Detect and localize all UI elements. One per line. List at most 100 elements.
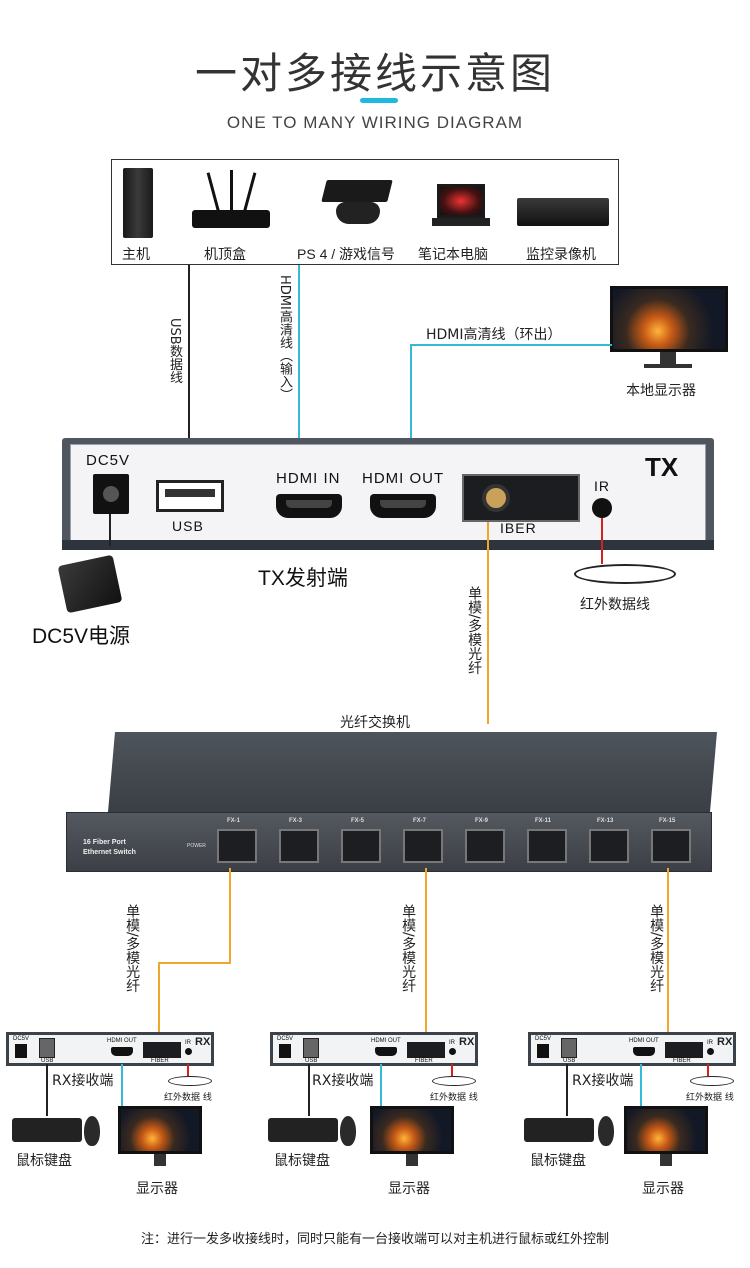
source-label-laptop: 笔记本电脑	[418, 246, 488, 262]
mouse-icon	[598, 1116, 614, 1146]
hdmi-out-port-icon[interactable]	[370, 494, 436, 518]
switch-port[interactable]	[465, 829, 505, 863]
hdmi-out-port-icon[interactable]	[111, 1047, 133, 1056]
dc-jack-icon	[15, 1044, 27, 1058]
rx-caption: RX接收端	[52, 1073, 114, 1089]
fiber-port-icon[interactable]	[407, 1042, 445, 1058]
display-label: 显示器	[136, 1181, 178, 1197]
switch-port-label: FX-11	[535, 818, 552, 824]
hdmi-in-port-icon[interactable]	[276, 494, 342, 518]
dvr-icon	[517, 198, 609, 226]
hdmi-out-cable-line-v	[410, 344, 412, 471]
rx-badge: RX	[459, 1036, 475, 1048]
rx-receiver: DC5V USB HDMI OUT FIBER IR RX	[528, 1032, 736, 1066]
tx-fiber-label: IBER	[500, 520, 537, 536]
source-label-dvr: 监控录像机	[526, 246, 596, 262]
switch-port-label: FX-1	[227, 818, 241, 824]
page-title: 一对多接线示意图	[194, 49, 555, 98]
pc-tower-icon	[123, 168, 153, 238]
monitor-icon	[118, 1106, 202, 1154]
page-subtitle: ONE TO MANY WIRING DIAGRAM	[226, 113, 524, 132]
usb-port-icon[interactable]	[561, 1038, 577, 1058]
switch-port[interactable]	[279, 829, 319, 863]
ir-sensor-icon	[168, 1076, 212, 1086]
hdmi-out-port-icon[interactable]	[375, 1047, 397, 1056]
tx-hdmi-in-label: HDMI IN	[276, 470, 341, 487]
display-label: 显示器	[388, 1181, 430, 1197]
ir-port-icon[interactable]	[592, 498, 612, 518]
rx-caption: RX接收端	[312, 1073, 374, 1089]
switch-caption: 光纤交换机	[340, 715, 410, 731]
switch-port[interactable]	[527, 829, 567, 863]
laptop-icon	[432, 184, 490, 230]
fiber-port-icon[interactable]	[143, 1042, 181, 1058]
ir-cable-line	[601, 518, 603, 564]
tx-ir-label: IR	[594, 478, 610, 494]
fiber-cable-main	[487, 522, 489, 724]
fiber-port-icon[interactable]	[462, 474, 580, 522]
usb-port-icon[interactable]	[39, 1038, 55, 1058]
tx-caption: TX发射端	[258, 567, 348, 590]
monitor-icon	[624, 1106, 708, 1154]
hdmi-out-cable-label: HDMI高清线（环出）	[426, 327, 562, 343]
rx-ir-caption: 红外数据 线	[430, 1093, 478, 1103]
fiber-switch-top	[108, 732, 717, 812]
dc-jack-icon	[279, 1044, 291, 1058]
switch-port-label: FX-15	[659, 818, 676, 824]
footer-note: 注：进行一发多收接线时，同时只能有一台接收端可以对主机进行鼠标或红外控制	[140, 1232, 609, 1247]
dc-jack-icon	[93, 474, 129, 514]
usb-port-icon[interactable]	[156, 480, 224, 512]
ir-cable-label: 红外数据线	[580, 597, 650, 613]
rx-receiver: DC5V USB HDMI OUT FIBER IR RX	[270, 1032, 478, 1066]
fiber-cable-rx1-h	[158, 962, 231, 964]
mouse-icon	[84, 1116, 100, 1146]
tx-usb-label: USB	[172, 518, 204, 534]
power-caption: DC5V电源	[32, 625, 131, 648]
fiber-cable-rx1-label: 单模/多模光纤	[124, 904, 141, 993]
hdmi-in-cable-label: HDMI高清线（输入）	[276, 275, 292, 401]
switch-brand-1: 16 Fiber Port	[83, 839, 126, 846]
ir-port-icon[interactable]	[707, 1048, 714, 1055]
switch-port-label: FX-13	[597, 818, 614, 824]
rx-ir-caption: 红外数据 线	[686, 1093, 734, 1103]
fiber-cable-rx1-v1	[229, 868, 231, 962]
hdmi-in-cable-line	[298, 265, 300, 471]
keyboard-icon	[268, 1118, 338, 1142]
display-label: 显示器	[642, 1181, 684, 1197]
switch-port[interactable]	[651, 829, 691, 863]
fiber-cable-rx2-label: 单模/多模光纤	[400, 904, 417, 993]
hdmi-out-cable-line-h	[410, 344, 612, 346]
tx-hdmi-out-label: HDMI OUT	[362, 470, 445, 487]
ir-sensor-icon	[574, 564, 676, 584]
usb-cable-label: USB数据线	[166, 318, 182, 384]
local-monitor-stand	[660, 352, 676, 366]
ir-port-icon[interactable]	[185, 1048, 192, 1055]
hdmi-out-port-icon[interactable]	[633, 1047, 655, 1056]
switch-power-label: POWER	[187, 843, 206, 849]
usb-port-icon[interactable]	[303, 1038, 319, 1058]
fiber-cable-rx3-label: 单模/多模光纤	[648, 904, 665, 993]
switch-port-label: FX-7	[413, 818, 427, 824]
source-label-settop: 机顶盒	[204, 246, 246, 262]
ir-port-icon[interactable]	[449, 1048, 456, 1055]
rx-badge: RX	[195, 1036, 211, 1048]
switch-port[interactable]	[403, 829, 443, 863]
router-icon	[190, 170, 272, 238]
switch-port-label: FX-9	[475, 818, 489, 824]
fiber-cable-rx3	[667, 868, 669, 1044]
switch-port[interactable]	[341, 829, 381, 863]
rx-caption: RX接收端	[572, 1073, 634, 1089]
ir-sensor-icon	[690, 1076, 734, 1086]
rx-receiver: DC5V USB HDMI OUT FIBER IR RX	[6, 1032, 214, 1066]
tx-badge: TX	[645, 452, 679, 482]
gamepad-icon	[321, 180, 393, 230]
local-display-label: 本地显示器	[626, 383, 696, 399]
switch-port[interactable]	[589, 829, 629, 863]
monitor-icon	[370, 1106, 454, 1154]
switch-port[interactable]	[217, 829, 257, 863]
rx-badge: RX	[717, 1036, 733, 1048]
local-monitor-icon	[610, 286, 728, 352]
keyboard-mouse-label: 鼠标键盘	[530, 1153, 586, 1169]
fiber-port-icon[interactable]	[665, 1042, 703, 1058]
power-adapter-icon	[57, 554, 123, 614]
